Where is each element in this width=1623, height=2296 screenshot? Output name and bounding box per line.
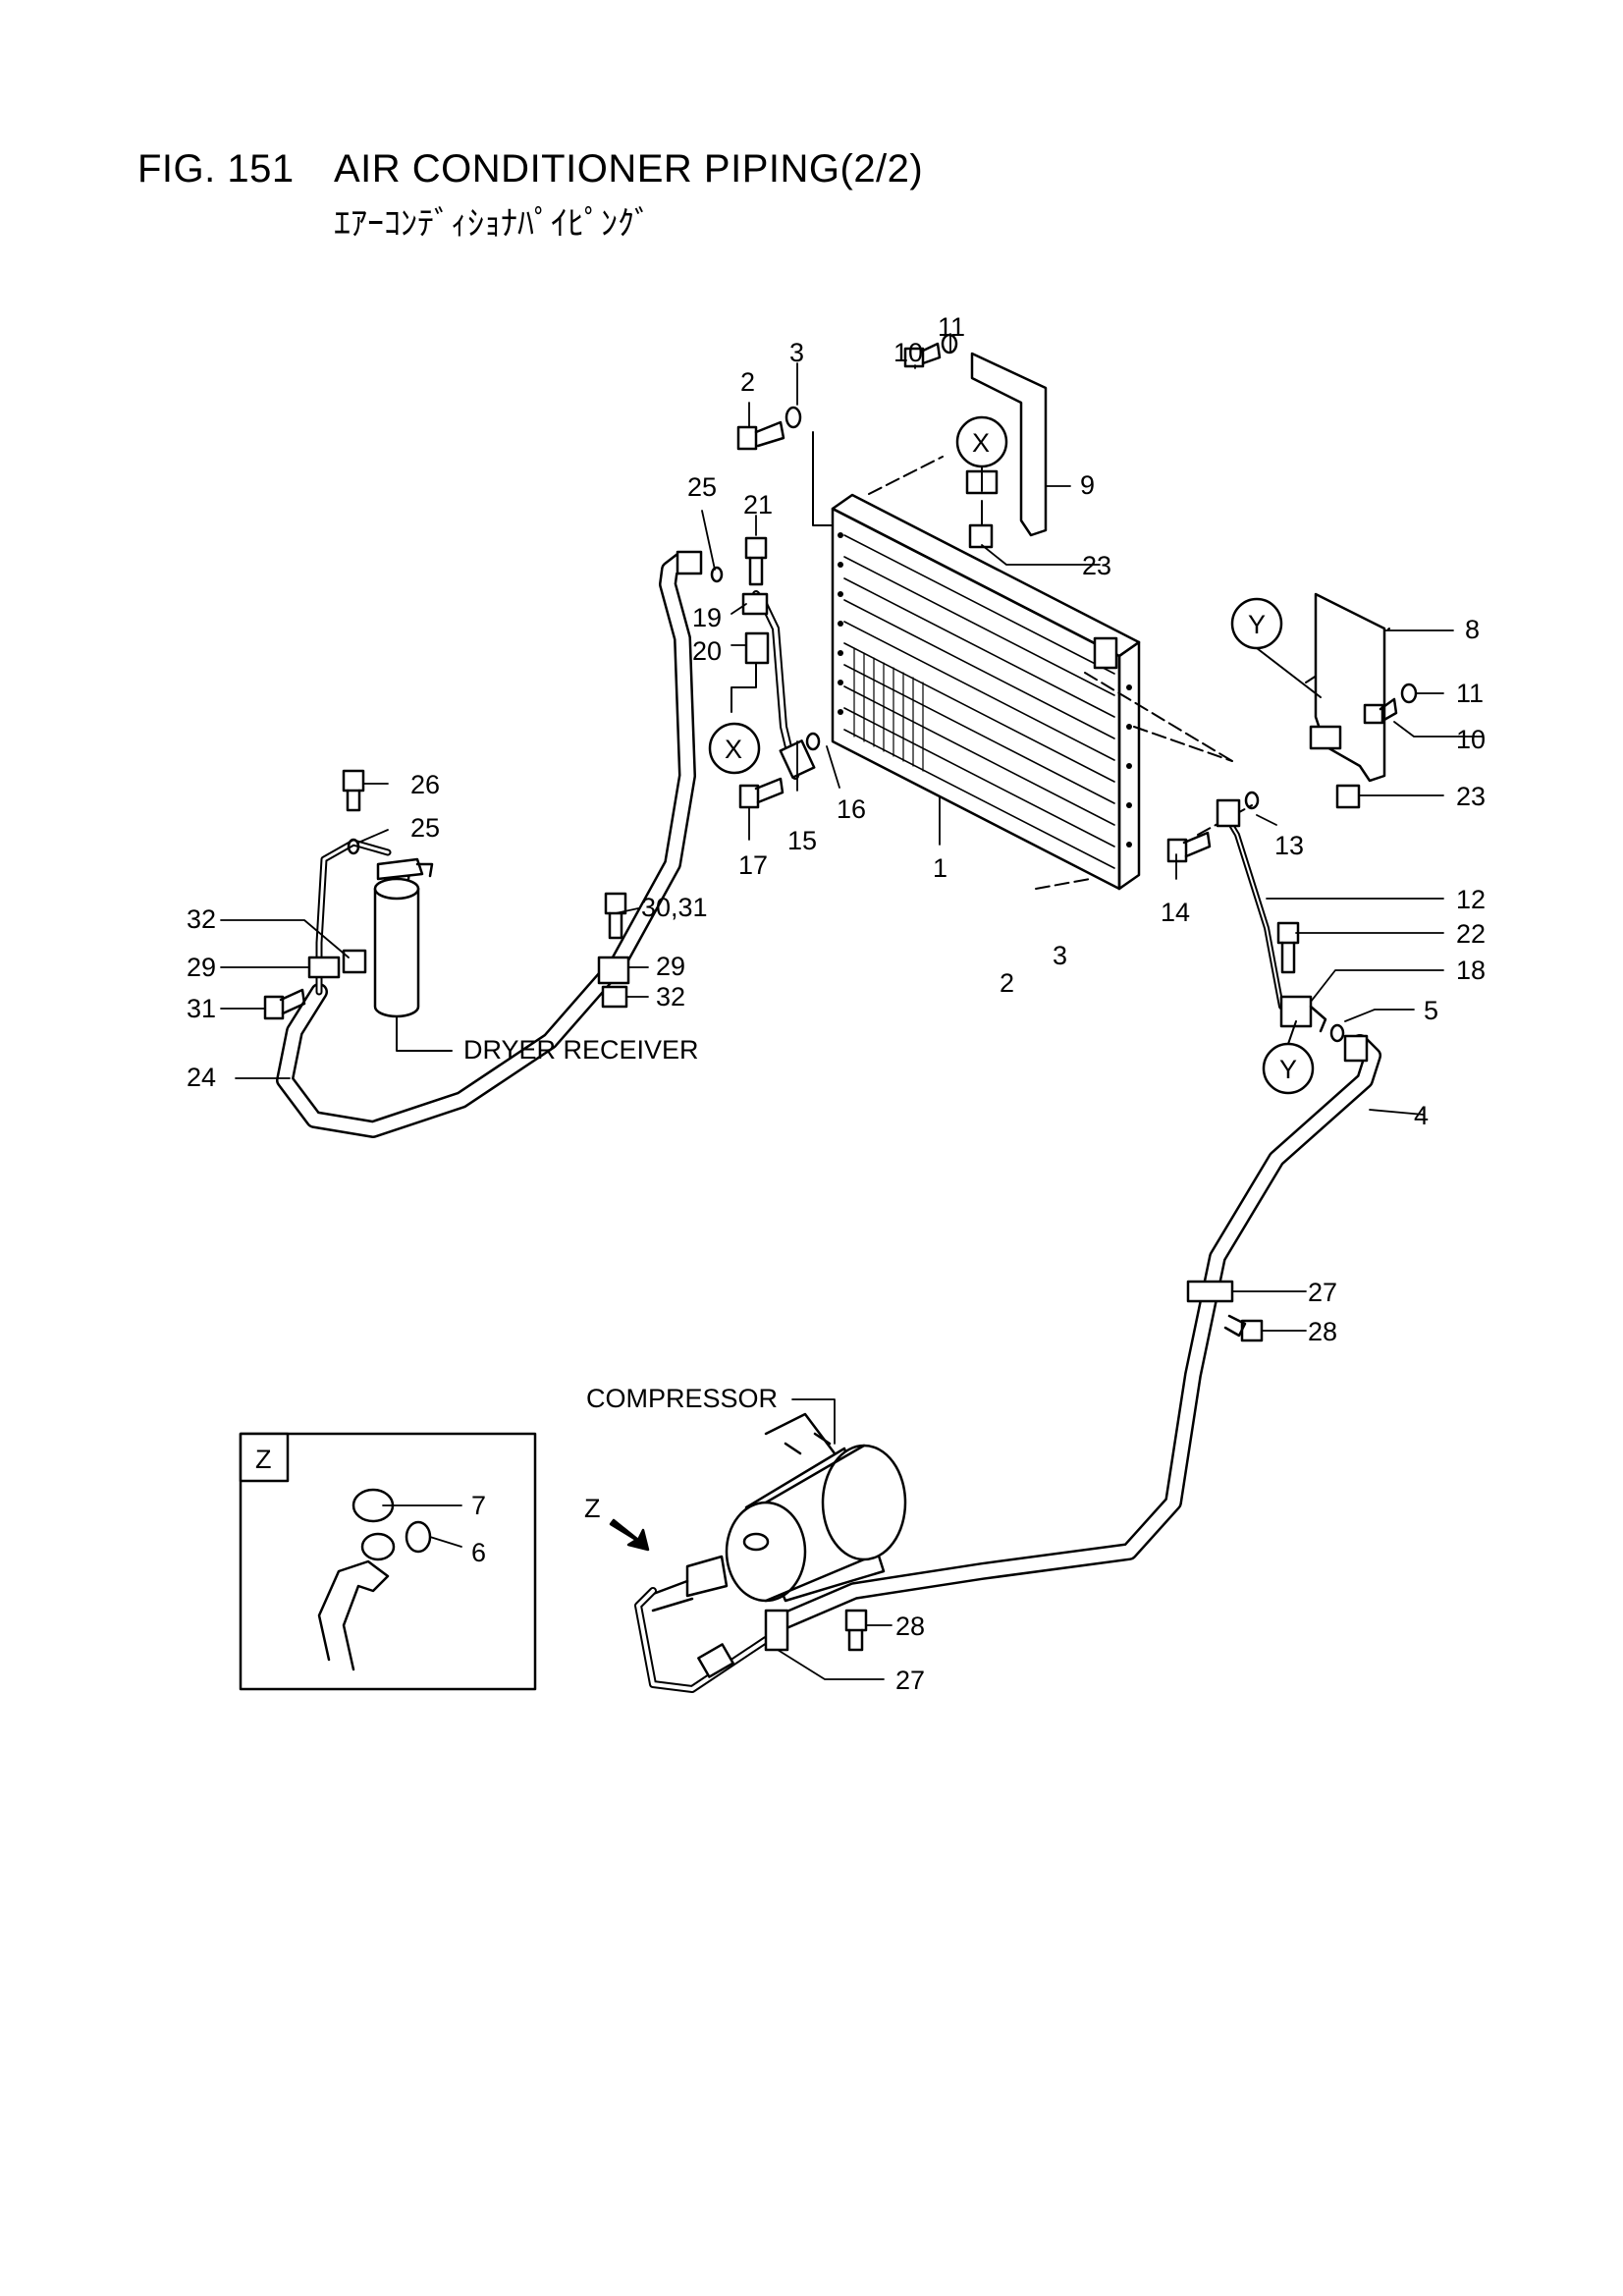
label-compressor: COMPRESSOR <box>586 1384 778 1413</box>
washer-3-top <box>784 406 802 429</box>
compressor-manifold <box>685 1555 729 1598</box>
label-28-top: 28 <box>1308 1317 1337 1346</box>
label-z-arrow: Z <box>584 1494 601 1523</box>
label-16: 16 <box>837 794 866 824</box>
washer-11-top <box>941 333 958 355</box>
ref-x-left <box>708 722 761 775</box>
label-25-left: 25 <box>410 813 440 843</box>
clip-19 <box>741 592 769 616</box>
oring-5 <box>1329 1023 1345 1043</box>
washer-11-right <box>1400 683 1418 704</box>
detail-z-fitting <box>317 1488 396 1671</box>
bolt-3031 <box>604 892 627 940</box>
condenser <box>831 493 1141 891</box>
label-22: 22 <box>1456 919 1486 949</box>
label-32-mid: 32 <box>656 982 685 1011</box>
collar-20 <box>744 631 770 665</box>
bolt-2-top <box>736 420 785 451</box>
label-4: 4 <box>1414 1101 1429 1130</box>
label-3-bottom: 3 <box>1053 941 1067 970</box>
figure-title: FIG. 151 AIR CONDITIONER PIPING(2/2) <box>137 147 923 191</box>
view-z-arrow <box>609 1518 650 1552</box>
bolt-21 <box>744 536 768 586</box>
label-32-left: 32 <box>187 904 216 934</box>
bolt-10-right <box>1363 697 1398 725</box>
clamp-27-bottom <box>764 1609 789 1652</box>
bolt-28-top <box>1223 1314 1264 1342</box>
leader-lines <box>220 333 1484 1680</box>
label-14: 14 <box>1161 898 1190 927</box>
label-19: 19 <box>692 603 722 632</box>
label-23-right: 23 <box>1456 782 1486 811</box>
label-2-bottom: 2 <box>1000 968 1014 998</box>
clamp-29-mid <box>597 956 630 985</box>
bracket-8 <box>1309 592 1386 783</box>
label-2-top: 2 <box>740 367 755 397</box>
label-3031: 30,31 <box>641 893 708 922</box>
label-dryer-receiver: DRYER RECEIVER <box>463 1035 699 1065</box>
label-7: 7 <box>471 1491 486 1520</box>
label-10-top: 10 <box>893 338 923 367</box>
oring-13 <box>1244 791 1260 810</box>
label-18: 18 <box>1456 956 1486 985</box>
nut-23-right <box>1335 784 1361 809</box>
label-3-top: 3 <box>789 338 804 367</box>
bolt-17 <box>738 777 784 809</box>
label-11-right: 11 <box>1456 679 1484 708</box>
label-29-left: 29 <box>187 953 216 982</box>
label-31: 31 <box>187 994 216 1023</box>
label-15: 15 <box>787 826 817 855</box>
label-1: 1 <box>933 853 947 883</box>
bolt-14 <box>1166 831 1212 863</box>
label-27-bottom: 27 <box>895 1666 925 1695</box>
bolt-28-bottom <box>844 1609 868 1652</box>
label-ref-y-right: Y <box>1248 610 1266 639</box>
figure-number: FIG. 151 <box>137 147 295 191</box>
label-5: 5 <box>1424 996 1438 1025</box>
compressor <box>725 1412 907 1603</box>
label-ref-x-left: X <box>725 735 742 764</box>
label-29-mid: 29 <box>656 952 685 981</box>
label-10-right: 10 <box>1456 725 1486 754</box>
compressor-pipe <box>634 1587 770 1693</box>
nut-32-left <box>342 949 367 974</box>
label-6: 6 <box>471 1538 486 1567</box>
label-24: 24 <box>187 1063 216 1092</box>
bolt-31 <box>263 988 306 1020</box>
label-23-top: 23 <box>1082 551 1111 580</box>
label-8: 8 <box>1465 615 1480 644</box>
nut-32-mid <box>601 985 628 1009</box>
bolt-10-top <box>903 342 942 368</box>
label-11-top: 11 <box>938 312 965 342</box>
nut-23-top <box>968 523 994 549</box>
label-20: 20 <box>692 636 722 666</box>
label-28-bottom: 28 <box>895 1612 925 1641</box>
oring-25-left <box>347 838 360 855</box>
oring-25-top <box>710 566 724 583</box>
label-27-top: 27 <box>1308 1278 1337 1307</box>
label-26: 26 <box>410 770 440 799</box>
bolt-22 <box>1276 921 1300 974</box>
figure-subtitle: ｴｱｰｺﾝﾃﾞｨｼｮﾅﾊﾟｲﾋﾟﾝｸﾞ <box>334 205 651 243</box>
label-9: 9 <box>1080 470 1095 500</box>
label-25-top: 25 <box>687 472 717 502</box>
label-13: 13 <box>1274 831 1304 860</box>
cap-26 <box>342 769 365 812</box>
label-z-box: Z <box>255 1445 272 1474</box>
clamp-27-top <box>1186 1280 1234 1303</box>
clamp-29-left <box>307 956 341 979</box>
label-21: 21 <box>743 490 773 519</box>
label-12: 12 <box>1456 885 1486 914</box>
detail-z-box <box>239 1432 537 1691</box>
figure-title-text: AIR CONDITIONER PIPING(2/2) <box>334 147 924 191</box>
dryer-receiver <box>373 857 434 1018</box>
label-ref-x-top: X <box>972 428 990 458</box>
oring-16 <box>805 732 821 751</box>
label-17: 17 <box>738 850 768 880</box>
label-ref-y-bottom: Y <box>1279 1055 1297 1084</box>
